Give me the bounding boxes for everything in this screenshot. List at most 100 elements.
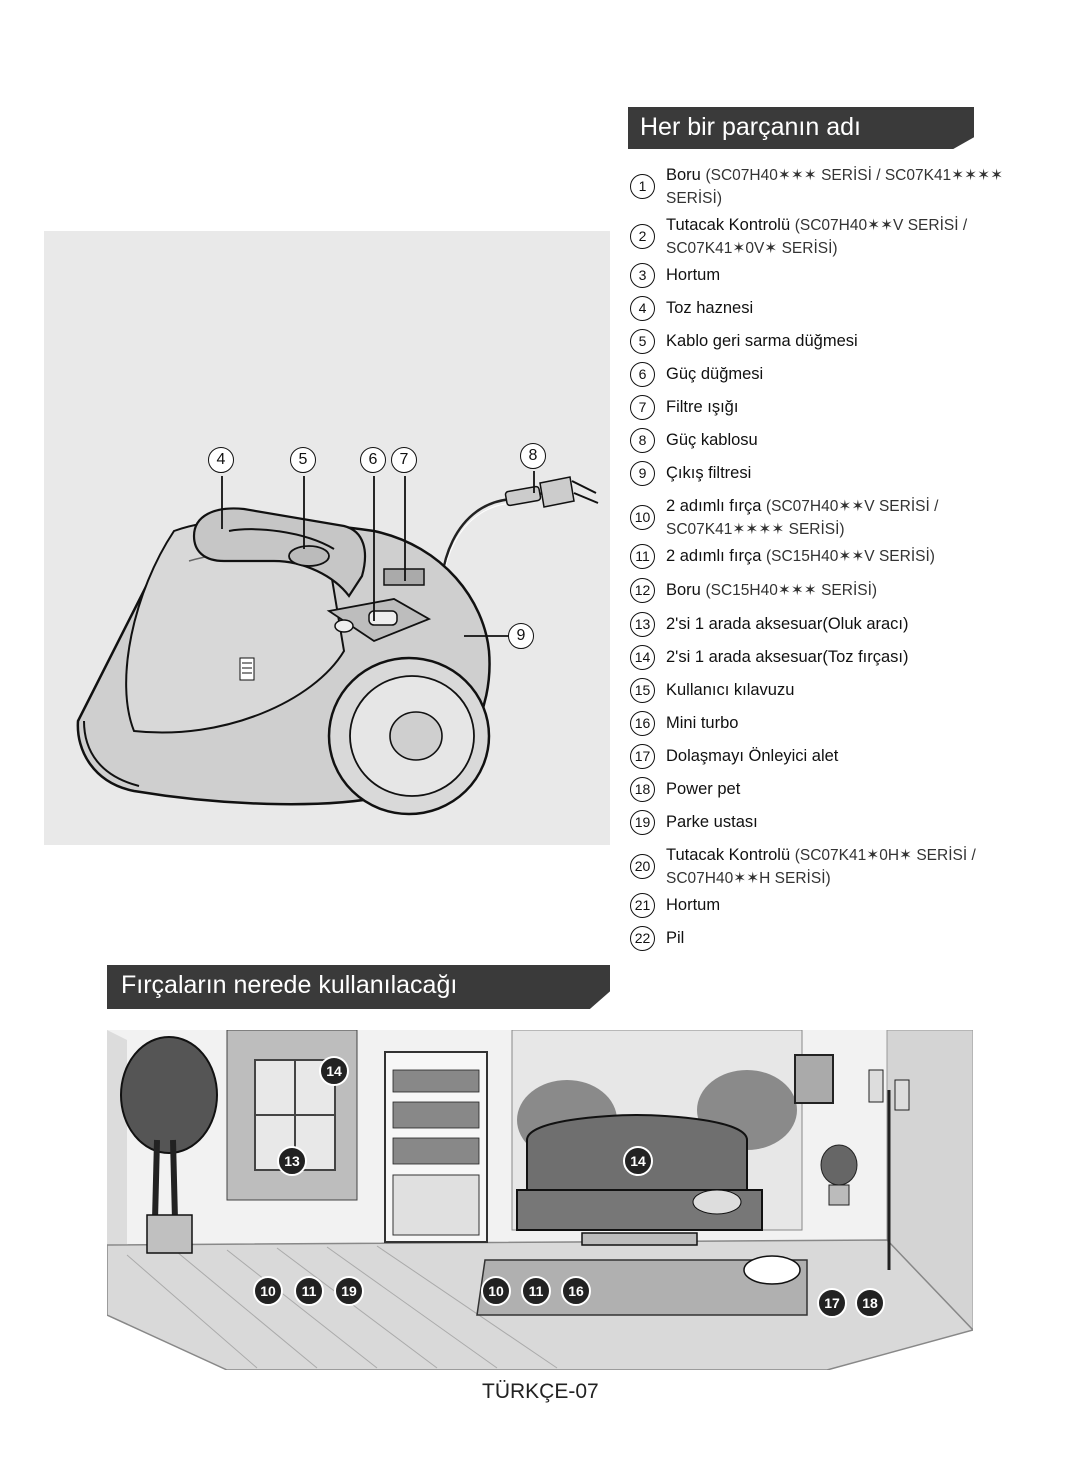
page-number: 07 [575, 1380, 599, 1403]
part-label: Hortum [666, 266, 721, 284]
part-number: 14 [630, 645, 655, 670]
part-item: 10 2 adımlı fırça (SC07H40✶✶V SERİSİ / S… [630, 495, 1050, 541]
part-number: 5 [630, 329, 655, 354]
part-label: Tutacak Kontrolü [666, 846, 791, 864]
callout-6: 6 [360, 447, 386, 473]
part-label: Kablo geri sarma düğmesi [666, 332, 858, 350]
callout-9: 9 [508, 623, 534, 649]
part-item: 3 Hortum [630, 263, 1050, 288]
part-model: (SC07H40✶✶V SERİSİ / SC07K41✶0V✶ SERİSİ) [666, 217, 968, 257]
part-number: 21 [630, 893, 655, 918]
part-item: 22 Pil [630, 926, 1050, 951]
part-label: Hortum [666, 896, 721, 914]
part-number: 9 [630, 461, 655, 486]
part-label: 2'si 1 arada aksesuar(Oluk aracı) [666, 615, 909, 633]
room-illustration [106, 1029, 975, 1371]
callout-8: 8 [520, 443, 546, 469]
scene-label-14-sofa: 14 [623, 1146, 653, 1176]
part-model: (SC15H40✶✶V SERİSİ) [765, 548, 935, 565]
part-label: Toz haznesi [666, 299, 754, 317]
parts-section-title: Her bir parçanın adı [640, 113, 861, 141]
part-number: 7 [630, 395, 655, 420]
part-label: 2'si 1 arada aksesuar(Toz fırçası) [666, 648, 909, 666]
part-label: Dolaşmayı Önleyici alet [666, 747, 839, 765]
part-number: 13 [630, 612, 655, 637]
part-label: Mini turbo [666, 714, 739, 732]
brushes-section-header: Fırçaların nerede kullanılacağı [107, 965, 610, 1009]
part-item: 21 Hortum [630, 893, 1050, 918]
part-number: 8 [630, 428, 655, 453]
part-item: 5 Kablo geri sarma düğmesi [630, 329, 1050, 354]
callout-4: 4 [208, 447, 234, 473]
part-item: 17 Dolaşmayı Önleyici alet [630, 744, 1050, 769]
part-label: 2 adımlı fırça [666, 547, 762, 565]
part-model: (SC15H40✶✶✶ SERİSİ) [705, 582, 878, 599]
part-label: Tutacak Kontrolü [666, 216, 791, 234]
part-number: 1 [630, 174, 655, 199]
scene-label-11-rug: 11 [521, 1276, 551, 1306]
part-item: 9 Çıkış filtresi [630, 461, 1050, 486]
part-number: 22 [630, 926, 655, 951]
part-number: 15 [630, 678, 655, 703]
part-number: 10 [630, 505, 655, 530]
part-label: Boru [666, 166, 701, 184]
part-item: 11 2 adımlı fırça (SC15H40✶✶V SERİSİ) [630, 544, 1050, 569]
part-label: Parke ustası [666, 813, 758, 831]
footer-language: TÜRKÇE- [482, 1380, 576, 1403]
scene-label-17: 17 [817, 1288, 847, 1318]
part-label: Filtre ışığı [666, 398, 739, 416]
part-item: 18 Power pet [630, 777, 1050, 802]
part-item: 20 Tutacak Kontrolü (SC07K41✶0H✶ SERİSİ … [630, 844, 1050, 890]
parts-list: 1 Boru (SC07H40✶✶✶ SERİSİ / SC07K41✶✶✶✶ … [630, 164, 1050, 960]
part-item: 12 Boru (SC15H40✶✶✶ SERİSİ) [630, 578, 1050, 603]
part-label: Kullanıcı kılavuzu [666, 681, 795, 699]
scene-label-11-left: 11 [294, 1276, 324, 1306]
part-number: 6 [630, 362, 655, 387]
part-item: 14 2'si 1 arada aksesuar(Toz fırçası) [630, 645, 1050, 670]
part-item: 1 Boru (SC07H40✶✶✶ SERİSİ / SC07K41✶✶✶✶ … [630, 164, 1050, 210]
room-scene: 14 13 14 10 11 19 10 11 16 17 18 [106, 1029, 975, 1371]
part-item: 2 Tutacak Kontrolü (SC07H40✶✶V SERİSİ / … [630, 214, 1050, 260]
part-label: Güç kablosu [666, 431, 758, 449]
vacuum-illustration-panel: 4 5 6 7 8 9 [44, 231, 610, 845]
part-model: (SC07H40✶✶V SERİSİ / SC07K41✶✶✶✶ SERİSİ) [666, 498, 939, 538]
part-label: Çıkış filtresi [666, 464, 752, 482]
part-label: Boru [666, 581, 701, 599]
part-number: 16 [630, 711, 655, 736]
callout-7: 7 [391, 447, 417, 473]
part-model: (SC07K41✶0H✶ SERİSİ / SC07H40✶✶H SERİSİ) [666, 847, 976, 887]
part-number: 17 [630, 744, 655, 769]
part-item: 15 Kullanıcı kılavuzu [630, 678, 1050, 703]
vacuum-cleaner-illustration [76, 471, 599, 816]
callout-5: 5 [290, 447, 316, 473]
part-number: 12 [630, 578, 655, 603]
part-number: 19 [630, 810, 655, 835]
part-number: 3 [630, 263, 655, 288]
page-footer: TÜRKÇE-07 [482, 1380, 599, 1404]
part-number: 20 [630, 854, 655, 879]
part-label: Pil [666, 929, 685, 947]
scene-label-14-window: 14 [319, 1056, 349, 1086]
part-label: Güç düğmesi [666, 365, 764, 383]
part-item: 7 Filtre ışığı [630, 395, 1050, 420]
part-item: 6 Güç düğmesi [630, 362, 1050, 387]
scene-label-10-rug: 10 [481, 1276, 511, 1306]
part-model: (SC07H40✶✶✶ SERİSİ / SC07K41✶✶✶✶ SERİSİ) [666, 167, 1004, 207]
part-item: 19 Parke ustası [630, 810, 1050, 835]
part-item: 13 2'si 1 arada aksesuar(Oluk aracı) [630, 612, 1050, 637]
parts-section-header: Her bir parçanın adı [628, 107, 974, 149]
part-item: 8 Güç kablosu [630, 428, 1050, 453]
scene-label-10-left: 10 [253, 1276, 283, 1306]
scene-label-13: 13 [277, 1146, 307, 1176]
part-number: 4 [630, 296, 655, 321]
part-label: Power pet [666, 780, 741, 798]
part-number: 11 [630, 544, 655, 569]
part-item: 4 Toz haznesi [630, 296, 1050, 321]
scene-label-18: 18 [855, 1288, 885, 1318]
part-number: 2 [630, 224, 655, 249]
scene-label-19: 19 [334, 1276, 364, 1306]
part-number: 18 [630, 777, 655, 802]
part-label: 2 adımlı fırça [666, 497, 762, 515]
part-item: 16 Mini turbo [630, 711, 1050, 736]
brushes-section-title: Fırçaların nerede kullanılacağı [121, 971, 458, 999]
